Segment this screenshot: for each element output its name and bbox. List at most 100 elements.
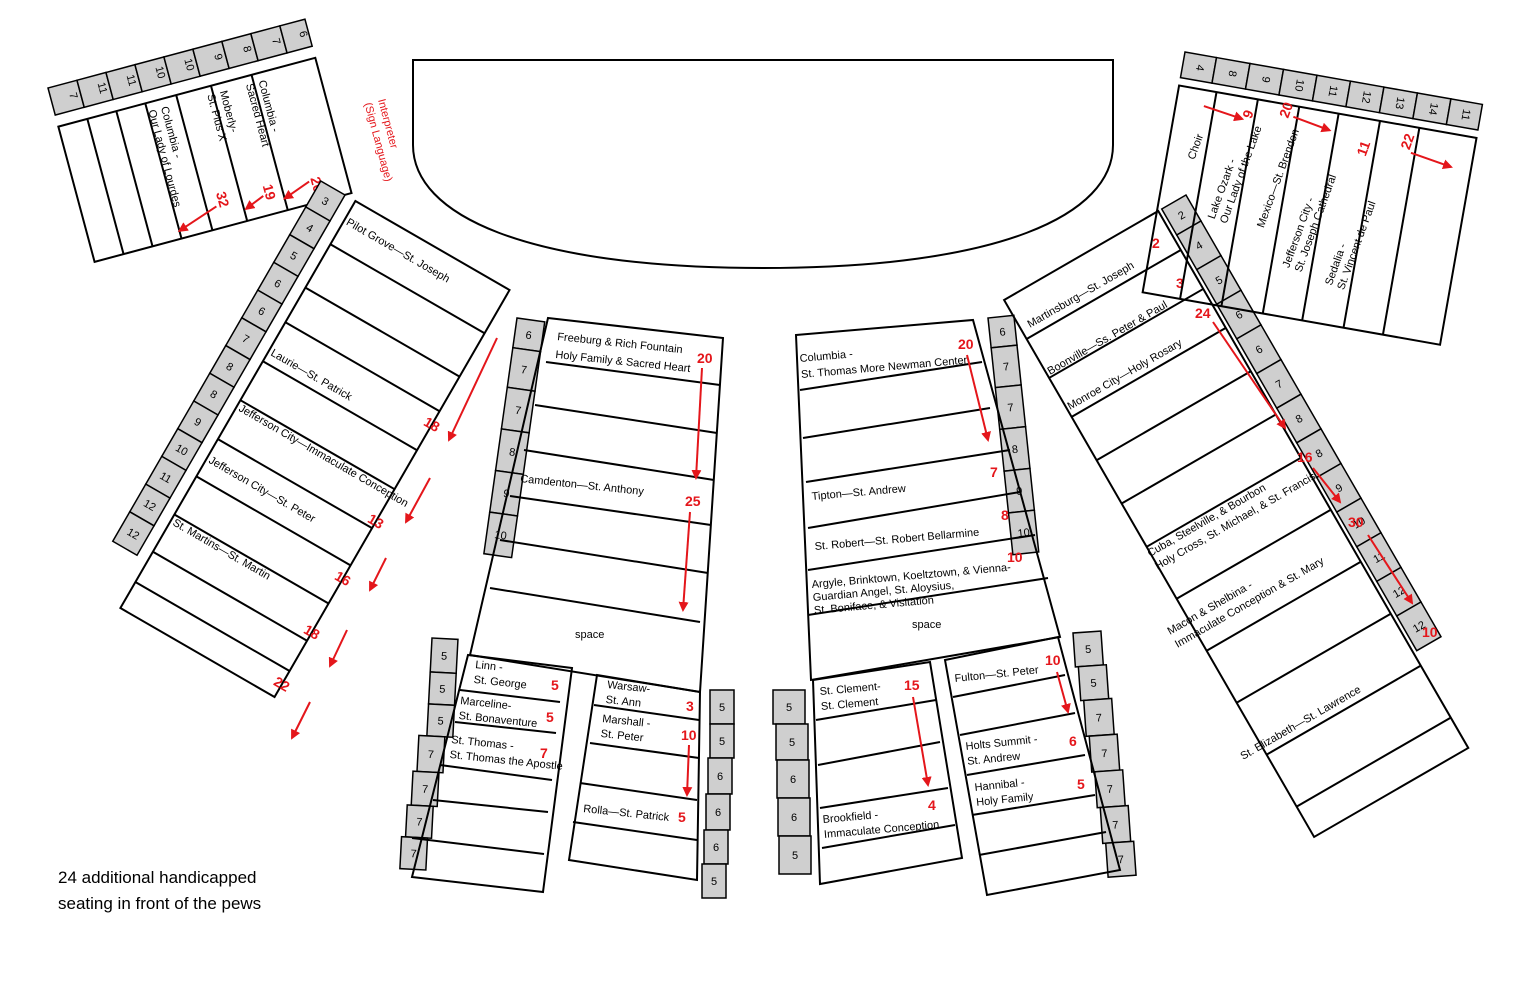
box-number: 5: [792, 850, 798, 862]
box-number: 8: [208, 388, 219, 401]
box-number: 10: [181, 57, 196, 72]
count-label: 22: [1397, 131, 1417, 151]
box-number: 7: [1007, 402, 1014, 415]
count-label: 4: [928, 797, 936, 813]
arrow: [405, 477, 431, 524]
section-left-wing: 3 4 5 6 6 7 8 8 9 10 11 12 12 Pilot Grov…: [111, 179, 511, 699]
box-strip: 5 5 6 6 6 5: [701, 689, 735, 899]
box-number: 5: [711, 876, 717, 888]
parish-label: Tipton—St. Andrew: [811, 483, 906, 503]
count-label: 10: [1007, 549, 1023, 565]
box-number: 8: [240, 45, 253, 54]
count-label: 10: [681, 727, 697, 743]
box-number: 6: [717, 771, 723, 783]
parish-label: St. Martins—St. Martin: [170, 517, 272, 583]
pew-block: [1141, 84, 1478, 346]
box-number: 7: [1107, 784, 1114, 796]
box-number: 8: [224, 361, 235, 374]
pew-block: [57, 56, 353, 264]
box-number: 6: [790, 774, 796, 786]
box-number: 7: [1003, 361, 1010, 374]
count-label: 13: [365, 510, 387, 532]
parish-label: Marceline-: [460, 695, 513, 712]
parish-label-2: Immaculate Conception & St. Mary: [1173, 555, 1327, 651]
box-number: 2: [1176, 209, 1187, 222]
box-number: 4: [1193, 64, 1206, 72]
box-number: 7: [416, 816, 423, 828]
count-label: 5: [546, 709, 554, 725]
box-number: 12: [141, 498, 158, 515]
section-left-center: 6 7 7 8 9 10 Freeburg & Rich FountainHol…: [468, 316, 725, 694]
box-number: 9: [1334, 482, 1345, 495]
box-number: 7: [66, 91, 79, 100]
parish-label: Cuba, Steelville, & Bourbon: [1146, 482, 1269, 560]
count-label: 3: [1176, 275, 1184, 291]
arrow: [1410, 151, 1453, 169]
box-number: 7: [240, 333, 251, 346]
arrow: [966, 354, 991, 442]
parish-label: Pilot Grove—St. Joseph: [344, 216, 452, 285]
box-number: 5: [1085, 644, 1092, 656]
count-label: 8: [1001, 507, 1009, 523]
box-number: 14: [1426, 102, 1440, 116]
parish-label-2: St. Clement: [821, 696, 879, 713]
box-number: 11: [1371, 550, 1387, 566]
count-label: 16: [1297, 449, 1313, 465]
pew-block: [1002, 209, 1470, 839]
box-number: 5: [719, 702, 725, 714]
count-label: 5: [678, 809, 686, 825]
count-label: 7: [990, 464, 998, 480]
arrow: [369, 557, 387, 592]
box-number: 11: [157, 470, 173, 486]
parish-label: Linn -: [475, 659, 504, 674]
arrow: [1367, 534, 1414, 605]
parish-label-2: St. Peter: [600, 728, 644, 744]
box-number: 11: [1326, 85, 1340, 98]
count-label: 7: [540, 745, 548, 761]
parish-label-2: St. George: [473, 674, 527, 691]
section-left-front-a: 5 5 5 7 7 7 7 Linn -St. George 5 Marceli…: [399, 637, 574, 894]
box-number: 7: [1101, 748, 1108, 760]
section-left-front-b: 5 5 6 6 6 5 Warsaw-St. Ann 3 Marshall -S…: [567, 673, 735, 899]
parish-label: Warsaw-: [607, 679, 651, 695]
box-number: 7: [1274, 378, 1285, 391]
parish-label: Mexico—St. Brendon: [1255, 128, 1302, 230]
box-strip: 6 7 7 8 9 10: [987, 314, 1040, 556]
box-number: 4: [304, 222, 315, 235]
pew-block: [119, 199, 511, 699]
arrow: [447, 337, 498, 442]
box-number: 7: [410, 848, 417, 860]
box-strip: 6 7 7 8 9 10: [483, 317, 546, 559]
box-number: 12: [1411, 619, 1428, 636]
box-number: 5: [719, 736, 725, 748]
box-number: 9: [211, 52, 224, 61]
section-right-front-a: 5 5 6 6 5 St. Clement-St. Clement 15 Bro…: [772, 660, 964, 886]
count-label: 10: [1422, 624, 1438, 640]
box-number: 12: [125, 526, 142, 543]
box-number: 8: [1314, 447, 1325, 460]
box-number: 5: [1090, 677, 1097, 689]
space-label: space: [575, 629, 604, 641]
box-number: 7: [422, 784, 429, 796]
count-label: 18: [301, 621, 323, 643]
box-number: 8: [1011, 444, 1018, 457]
parish-label: St. Robert—St. Robert Bellarmine: [814, 527, 979, 553]
space-label: space: [912, 619, 941, 631]
box-strip: 7 11 11 10 10 9 8 7 6: [47, 18, 314, 116]
arrow: [291, 701, 311, 740]
box-number: 9: [192, 416, 203, 429]
arrow: [691, 367, 703, 480]
parish-label-2: St. Andrew: [967, 750, 1021, 768]
count-label: 32: [213, 190, 233, 209]
parish-label: St. Elizabeth—St. Lawrence: [1239, 684, 1364, 763]
section-right-wing: 2 4 5 6 6 7 8 8 9 10 11 12 12: [1002, 193, 1470, 839]
count-label: 15: [904, 677, 920, 693]
box-number: 7: [1096, 712, 1103, 724]
box-number: 8: [508, 446, 516, 459]
count-label: 10: [1045, 652, 1061, 668]
parish-label: Camdenton—St. Anthony: [520, 473, 645, 498]
parish-label-2: Holy Cross, St. Michael, & St. Francis: [1153, 470, 1318, 572]
box-number: 9: [1259, 75, 1272, 83]
count-label: 22: [271, 673, 293, 695]
